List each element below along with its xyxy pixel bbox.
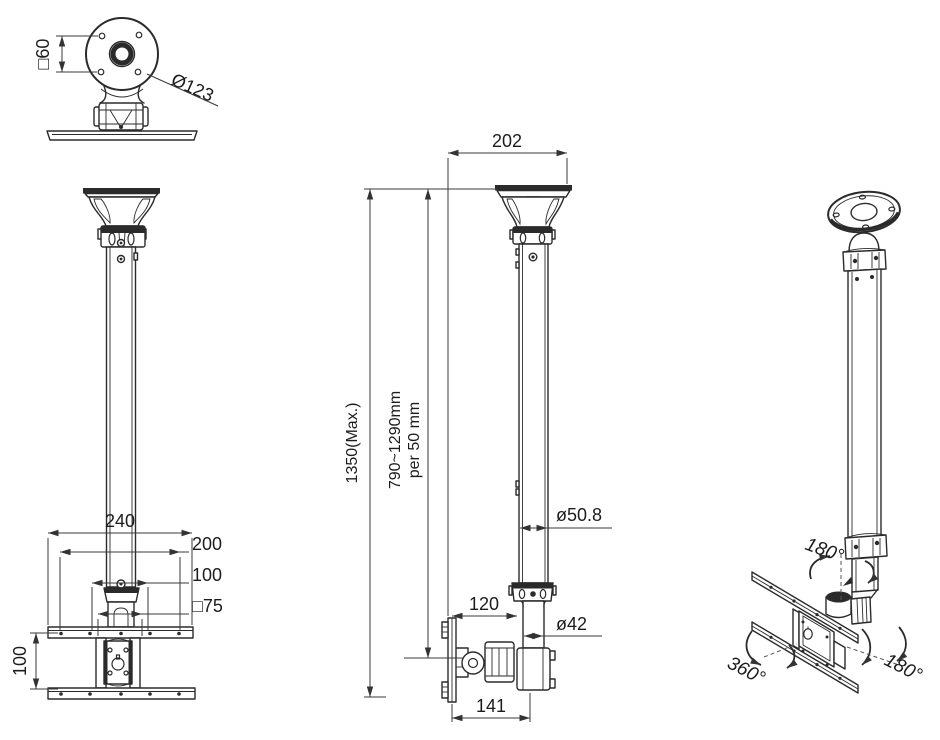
dim-100-left-label: 100: [10, 646, 30, 676]
swivel-180-indicator: 180°: [846, 626, 926, 687]
ceiling-plate-top-view: □60 Ø123: [33, 17, 219, 141]
dim-120-label: 120: [469, 594, 499, 614]
front-trumpet: [88, 196, 156, 227]
dim-square-60-label: □60: [33, 39, 53, 70]
front-collar: [97, 225, 147, 248]
front-ceiling-plate: [83, 188, 160, 198]
dim-240: 240: [47, 511, 193, 625]
dim-height-step-label: per 50 mm: [406, 402, 423, 478]
persp-ball-joint: [848, 232, 880, 253]
front-view: 240 200 100 □75 100: [10, 188, 223, 700]
persp-top-rail: [751, 571, 859, 644]
flange-neck: [99, 85, 145, 104]
persp-lower-tube: [851, 556, 879, 601]
persp-tv-plate: [792, 608, 846, 670]
side-lower-clamp: [508, 582, 557, 602]
rotate-360-label: 360°: [724, 653, 769, 690]
dim-141: 141: [451, 693, 531, 722]
persp-collar: [842, 247, 887, 272]
dim-diameter-123: Ø123: [146, 69, 219, 107]
dim-square-60: □60: [33, 35, 98, 73]
front-bottom-rail: [47, 687, 196, 700]
dim-square-75-label: □75: [192, 596, 223, 616]
front-center-plate: [95, 637, 141, 689]
dim-1350-max-label: 1350(Max.): [344, 403, 361, 484]
persp-pole: [847, 268, 882, 539]
side-pole: [515, 243, 549, 584]
front-pole: [105, 238, 139, 588]
dim-200-label: 200: [192, 534, 222, 554]
dim-100-left: 100: [10, 632, 58, 690]
dim-240-label: 240: [105, 511, 135, 531]
persp-tilt-knob: [825, 591, 872, 625]
dim-height-range: 790~1290mm per 50 mm: [387, 189, 460, 659]
side-swivel-arm: [454, 641, 515, 683]
dim-202-label: 202: [492, 131, 522, 151]
perspective-view: 180° 360° 180°: [724, 190, 926, 694]
dim-square-75: □75: [97, 596, 223, 636]
front-top-rail: [47, 626, 194, 639]
mount-base-plate: [46, 130, 198, 141]
dim-dia-50-8: ø50.8: [520, 505, 612, 532]
dim-120: 120: [452, 594, 517, 620]
side-trumpet: [501, 196, 565, 228]
dim-height-range-label: 790~1290mm: [387, 391, 404, 489]
dim-dia-42: ø42: [524, 614, 602, 640]
ceiling-flange: [85, 17, 159, 91]
side-elbow-housing: [516, 647, 556, 691]
side-lower-tube: [520, 600, 547, 649]
dim-diameter-123-label: Ø123: [168, 69, 216, 105]
tilt-180-label: 180°: [802, 534, 846, 567]
swivel-180-label: 180°: [881, 650, 926, 687]
dim-202: 202: [447, 131, 568, 616]
tilt-clamp-barrel: [93, 102, 149, 131]
dim-200: 200: [59, 534, 222, 631]
persp-ceiling-flange: [827, 190, 901, 234]
dim-100-top: 100: [91, 565, 222, 631]
persp-bottom-rail: [751, 621, 859, 694]
dim-141-label: 141: [476, 696, 506, 716]
dim-dia-42-label: ø42: [556, 614, 587, 634]
side-view: 202 1350(Max.) 790~1290mm per 50 mm ø50.…: [344, 131, 612, 722]
dim-dia-50-8-label: ø50.8: [556, 505, 602, 525]
rotate-360-indicator: 360°: [724, 630, 798, 690]
side-tv-plate: [441, 617, 457, 703]
dim-100-top-label: 100: [192, 565, 222, 585]
persp-lower-clamp: [844, 533, 888, 560]
side-collar: [509, 226, 556, 245]
